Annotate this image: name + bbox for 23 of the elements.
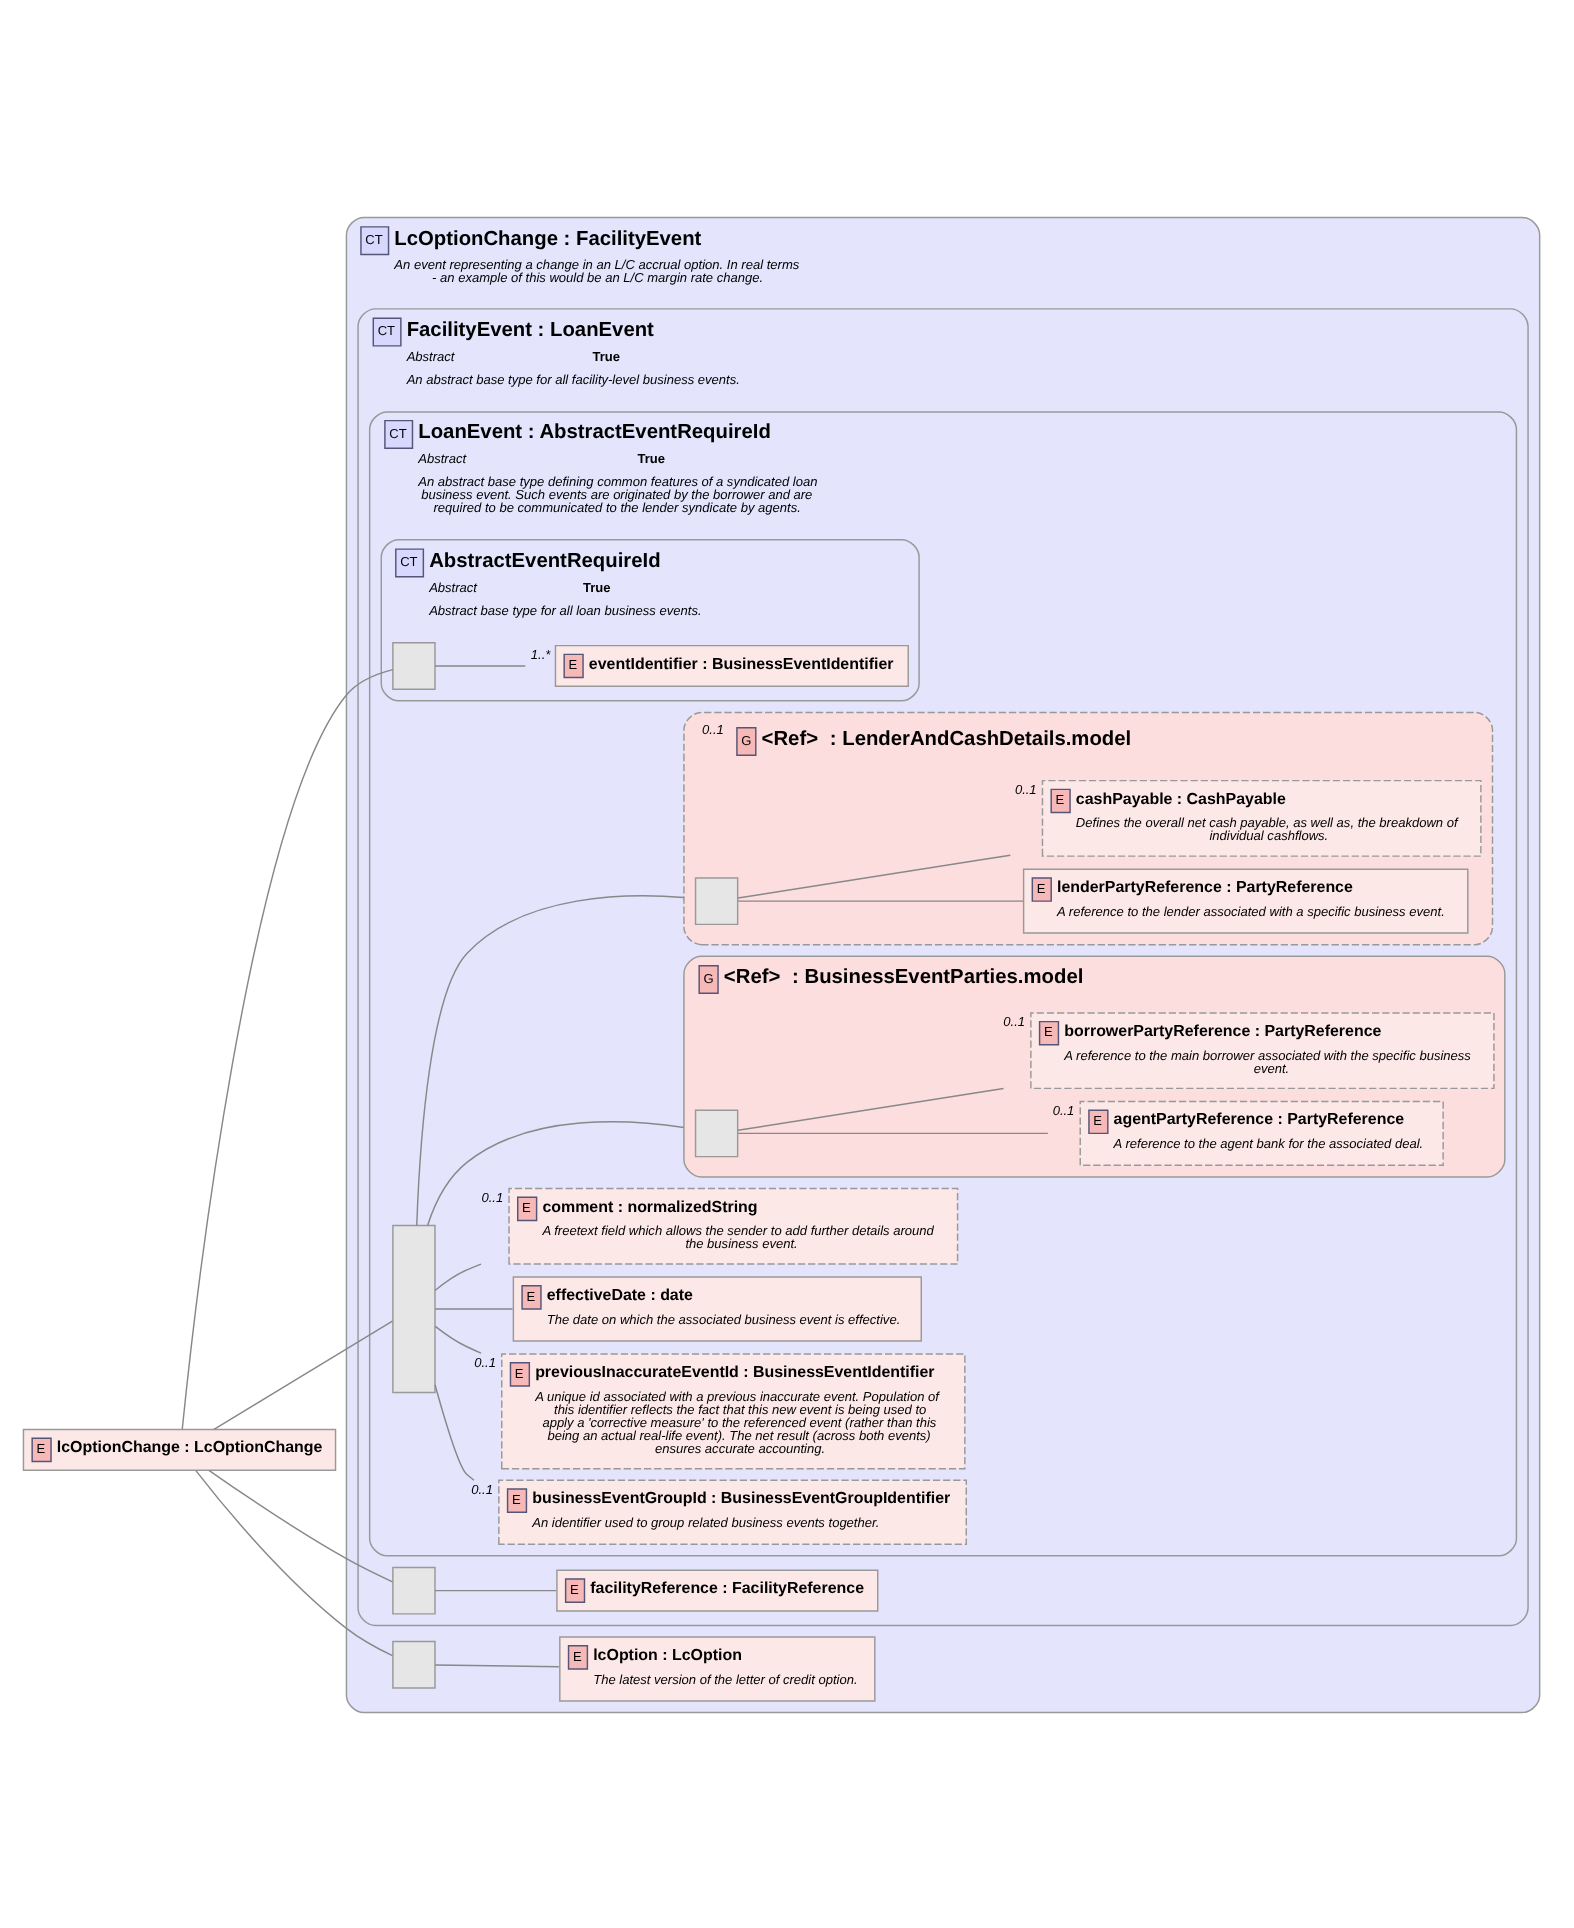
- connector: [434, 1324, 482, 1353]
- connector: [434, 1383, 475, 1480]
- connector: [434, 1307, 514, 1309]
- connector: [434, 1262, 482, 1291]
- node-box: [392, 641, 436, 689]
- connector: [181, 667, 394, 1429]
- connector: [737, 1086, 1005, 1130]
- connector: [434, 1588, 557, 1591]
- connector: [213, 1319, 394, 1430]
- connector: [426, 1120, 685, 1226]
- connector: [195, 1468, 394, 1656]
- node-box: [392, 1565, 436, 1614]
- node-box: [392, 1639, 436, 1688]
- node-box: [694, 876, 739, 925]
- connector: [434, 664, 526, 666]
- connector: [737, 1131, 1049, 1134]
- connector: [434, 1663, 560, 1667]
- node-box: [392, 1223, 436, 1393]
- connector: [737, 853, 1012, 898]
- connector: [737, 899, 1024, 901]
- connector: [416, 894, 685, 1226]
- node-box: [694, 1108, 739, 1157]
- connector: [208, 1468, 394, 1582]
